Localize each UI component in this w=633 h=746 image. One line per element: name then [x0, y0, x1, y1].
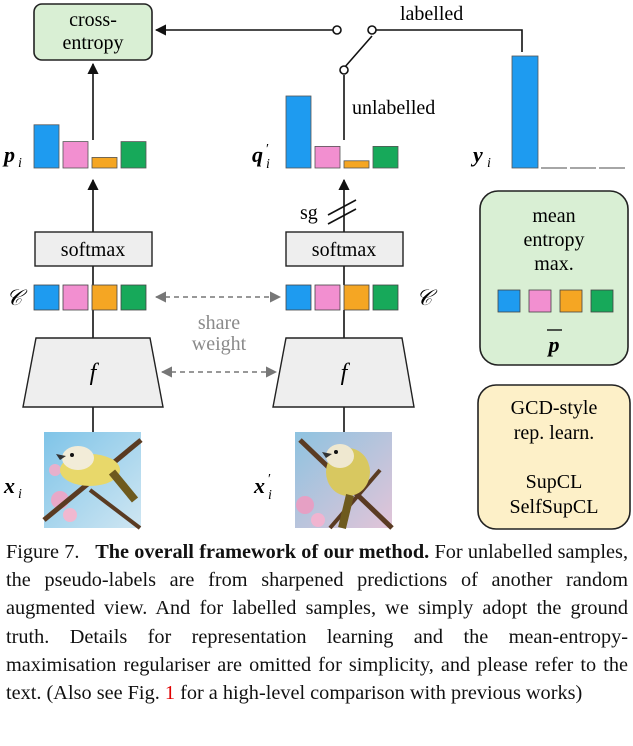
svg-text:GCD-style: GCD-style — [511, 397, 598, 419]
proto-mean-square-2 — [559, 289, 583, 313]
gcd-style-box: GCD-style rep. learn. SupCL SelfSupCL — [477, 384, 631, 530]
x-i-label: x i — [3, 473, 22, 502]
classifier-prototypes-left — [33, 284, 147, 311]
svg-text:x: x — [253, 473, 265, 498]
classifier-prototypes-right — [285, 284, 399, 311]
encoder-left: f — [22, 337, 164, 408]
softmax-box-right: softmax — [285, 231, 404, 267]
proto-left-square-0 — [33, 284, 60, 311]
proto-mean-square-1 — [528, 289, 552, 313]
classifier-label-right: 𝒞 — [416, 285, 438, 310]
caption-figure-ref[interactable]: 1 — [164, 682, 176, 705]
p-bar-0 — [33, 124, 60, 169]
svg-text:p: p — [2, 142, 15, 167]
weight-label: weight — [192, 333, 247, 355]
svg-text:max.: max. — [534, 253, 573, 275]
p-bar-label: p — [547, 332, 560, 357]
svg-text:i: i — [266, 157, 270, 172]
proto-right-square-2 — [343, 284, 370, 311]
proto-mean-square-3 — [590, 289, 614, 313]
q-bar-2 — [343, 160, 370, 169]
svg-text:y: y — [470, 142, 483, 167]
svg-text:SupCL: SupCL — [526, 471, 583, 493]
labelled-path: labelled unlabelled — [154, 3, 523, 119]
y-distribution-bars — [511, 55, 625, 169]
svg-text:rep. learn.: rep. learn. — [514, 422, 595, 444]
svg-text:i: i — [487, 156, 491, 171]
switch-blade — [343, 35, 373, 69]
bird-image-xi — [42, 432, 143, 530]
svg-text:′: ′ — [268, 472, 271, 487]
encoder-right: f — [272, 337, 415, 408]
proto-mean-square-0 — [497, 289, 521, 313]
svg-text:f: f — [90, 360, 100, 386]
svg-text:entropy: entropy — [523, 229, 584, 251]
classifier-label-left: 𝒞 — [6, 285, 28, 310]
svg-text:softmax: softmax — [61, 239, 125, 261]
cross-entropy-box: cross- entropy — [33, 3, 153, 61]
svg-text:softmax: softmax — [312, 239, 376, 261]
p-bar-2 — [91, 157, 118, 169]
unlabelled-label: unlabelled — [352, 97, 435, 119]
proto-left-square-1 — [62, 284, 89, 311]
svg-text:′: ′ — [266, 142, 269, 157]
q-bar-1 — [314, 145, 341, 169]
y-i-label: y i — [470, 142, 491, 171]
p-distribution-bars — [33, 124, 147, 169]
caption-text-2: for a high-level comparison with previou… — [180, 682, 583, 705]
cross-entropy-line1: cross- — [69, 9, 117, 31]
svg-text:mean: mean — [532, 205, 575, 227]
svg-text:q: q — [252, 142, 263, 167]
share-label: share — [198, 312, 240, 334]
framework-diagram: cross- entropy labelled unlabelled sg p … — [2, 3, 631, 530]
p-i-label: p i — [2, 142, 22, 171]
svg-text:i: i — [18, 487, 22, 502]
bird-image-xi-prime — [295, 432, 394, 530]
svg-text:i: i — [268, 488, 272, 503]
q-i-label: q ′ i — [252, 142, 270, 172]
stop-grad-mark-1 — [327, 199, 357, 216]
mean-entropy-max-box: mean entropy max. p — [479, 190, 629, 366]
q-bar-3 — [372, 145, 399, 169]
caption-title: The overall framework of our method. — [95, 541, 430, 563]
mean-prediction-squares — [497, 289, 614, 313]
svg-text:x: x — [3, 473, 15, 498]
figure-caption: Figure 7. The overall framework of our m… — [6, 538, 628, 707]
svg-text:SelfSupCL: SelfSupCL — [510, 496, 599, 518]
q-bar-0 — [285, 95, 312, 169]
sg-label: sg — [300, 202, 318, 224]
x-i-prime-label: x ′ i — [253, 472, 272, 503]
q-distribution-bars — [285, 95, 399, 169]
proto-right-square-0 — [285, 284, 312, 311]
proto-right-square-3 — [372, 284, 399, 311]
svg-text:f: f — [341, 360, 351, 386]
svg-text:i: i — [18, 156, 22, 171]
cross-entropy-line2: entropy — [62, 32, 123, 54]
caption-text-1: For unlabelled samples, the pseudo-label… — [6, 541, 629, 705]
proto-left-square-3 — [120, 284, 147, 311]
p-bar-1 — [62, 141, 89, 169]
proto-right-square-1 — [314, 284, 341, 311]
labelled-label: labelled — [400, 3, 463, 25]
y-bar-0 — [511, 55, 539, 169]
caption-prefix: Figure 7. — [6, 541, 80, 563]
stop-grad-mark-2 — [327, 208, 357, 225]
proto-left-square-2 — [91, 284, 118, 311]
p-bar-3 — [120, 141, 147, 169]
softmax-box-left: softmax — [34, 231, 153, 267]
